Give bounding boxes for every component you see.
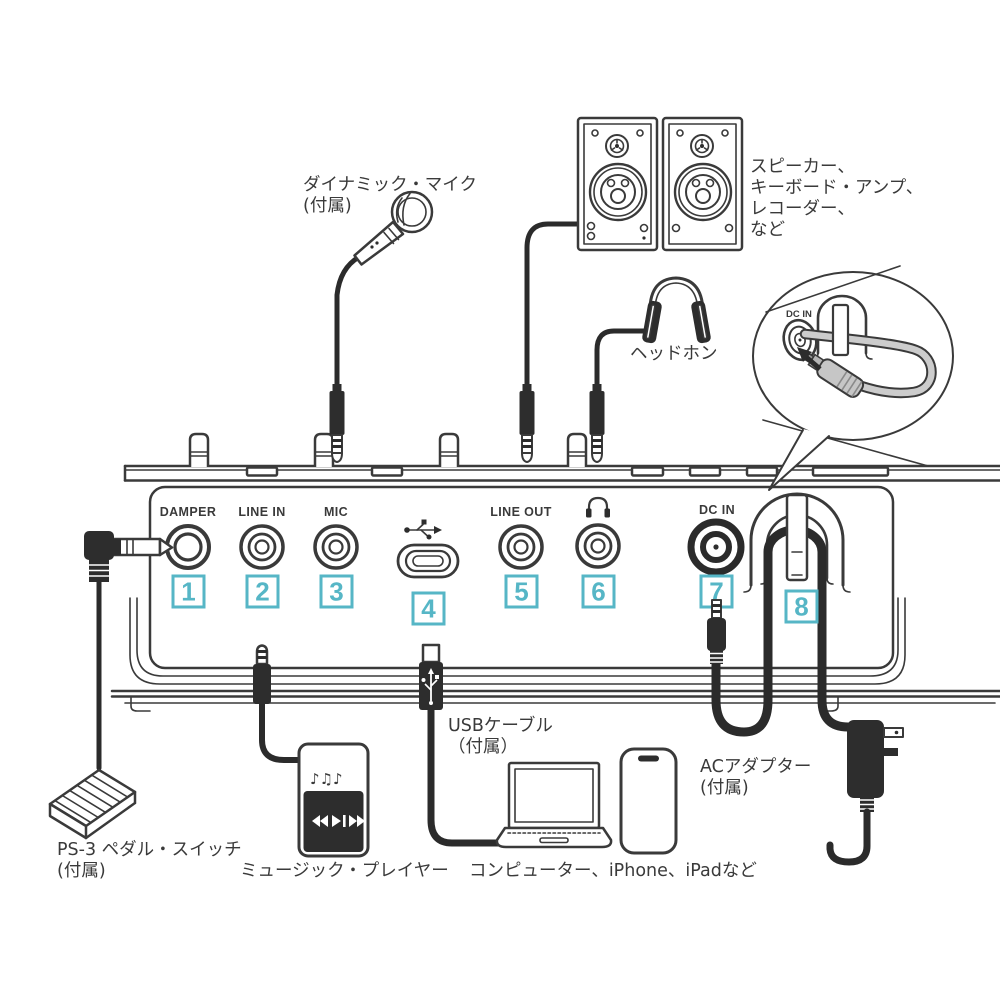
insert-arrow-icon — [804, 355, 822, 371]
speakers-label-line3: レコーダー、 — [750, 199, 855, 219]
ac-power-cable — [711, 525, 858, 737]
svg-text:4: 4 — [421, 594, 436, 624]
edge-slot — [630, 466, 665, 477]
speakers-label-line2: キーボード・アンプ、 — [750, 178, 923, 198]
music-rest-tab — [313, 432, 335, 467]
num-badge-5: 5 — [504, 574, 539, 609]
mic-label-line2: (付属) — [303, 196, 352, 216]
headphones-label: ヘッドホン — [630, 344, 718, 364]
ac-adapter-illustration — [826, 720, 904, 866]
port-label-line-out: LINE OUT — [490, 505, 552, 519]
inset-dc-in-label: DC IN — [786, 309, 812, 320]
ac-adapter-label: ACアダプター — [700, 757, 811, 777]
port-label-mic: MIC — [324, 505, 348, 519]
speaker-plug — [519, 384, 535, 463]
line-in-cable — [259, 701, 303, 763]
headphones-illustration — [642, 276, 711, 344]
usb-cable-connector — [419, 643, 443, 710]
inset-cord-hook — [816, 294, 868, 355]
num-badge-8: 8 — [784, 589, 819, 624]
pedal-label: PS-3 ペダル・スイッチ — [57, 840, 242, 860]
port-label-damper: DAMPER — [160, 505, 217, 519]
mic-plug — [329, 384, 345, 463]
num-badge-6: 6 — [581, 574, 616, 609]
usb-cable — [427, 706, 502, 847]
speaker-cable — [524, 221, 583, 391]
usb-cable-label: USBケーブル — [448, 715, 553, 736]
line-in-plug — [253, 644, 271, 704]
edge-slot — [370, 466, 404, 477]
speakers-label-line4: など — [750, 220, 785, 240]
usb-cable-label-line2: （付属） — [448, 737, 518, 757]
usb-icon — [404, 519, 442, 540]
port-label-dc-in: DC IN — [699, 503, 735, 517]
iphone-illustration — [619, 747, 678, 855]
ac-adapter-label-line2: (付属) — [700, 778, 749, 798]
svg-text:2: 2 — [255, 577, 269, 607]
pedal-switch-illustration — [48, 768, 137, 840]
num-badge-1: 1 — [171, 574, 206, 609]
edge-slot — [688, 466, 722, 477]
rear-panel — [110, 485, 1000, 712]
num-badge-2: 2 — [245, 574, 280, 609]
svg-text:1: 1 — [181, 577, 195, 607]
headphones-plug — [589, 384, 605, 463]
speakers-label-line1: スピーカー、 — [750, 157, 855, 177]
stand-foot — [130, 696, 151, 712]
music-notes-icon: ♪♫♪ — [310, 770, 343, 788]
pedal-label-line2: (付属) — [57, 861, 106, 881]
music-rest-tab — [566, 432, 588, 467]
dcin-detail-balloon: DC IN — [752, 265, 954, 491]
svg-text:8: 8 — [794, 592, 808, 622]
edge-slot — [811, 466, 890, 477]
cord-hook-post — [785, 493, 809, 582]
mic-cable — [334, 254, 362, 391]
computer-label: コンピューター、iPhone、iPadなど — [469, 861, 757, 881]
music-rest-tab — [188, 432, 210, 467]
headphones-jack — [575, 523, 621, 569]
svg-text:3: 3 — [329, 577, 343, 607]
svg-text:6: 6 — [591, 577, 605, 607]
headphones-cable — [594, 328, 651, 391]
line-out-jack — [498, 524, 544, 570]
music-rest-tab — [438, 432, 460, 467]
music-player-illustration: ♪♫♪ — [297, 742, 370, 858]
usb-c-port — [396, 543, 460, 579]
dc-plug — [707, 599, 726, 664]
num-badge-4: 4 — [411, 591, 446, 626]
edge-slot — [245, 466, 279, 477]
mic-label: ダイナミック・マイク — [303, 175, 477, 195]
svg-text:5: 5 — [514, 577, 528, 607]
speakers-illustration — [576, 116, 744, 252]
microphone-illustration — [353, 190, 434, 266]
inset-hook-post — [831, 303, 850, 357]
inset-cable — [801, 330, 935, 397]
mic-jack — [313, 524, 359, 570]
pedal-plug — [84, 531, 174, 582]
line-in-jack — [239, 524, 285, 570]
laptop-illustration — [495, 761, 613, 849]
keyboard-top-edge — [123, 432, 1000, 482]
music-player-label: ミュージック・プレイヤー — [240, 861, 449, 881]
dc-in-jack — [687, 518, 745, 576]
port-label-line-in: LINE IN — [238, 505, 285, 519]
headphones-icon — [586, 496, 610, 518]
num-badge-3: 3 — [319, 574, 354, 609]
edge-slot — [745, 466, 779, 477]
